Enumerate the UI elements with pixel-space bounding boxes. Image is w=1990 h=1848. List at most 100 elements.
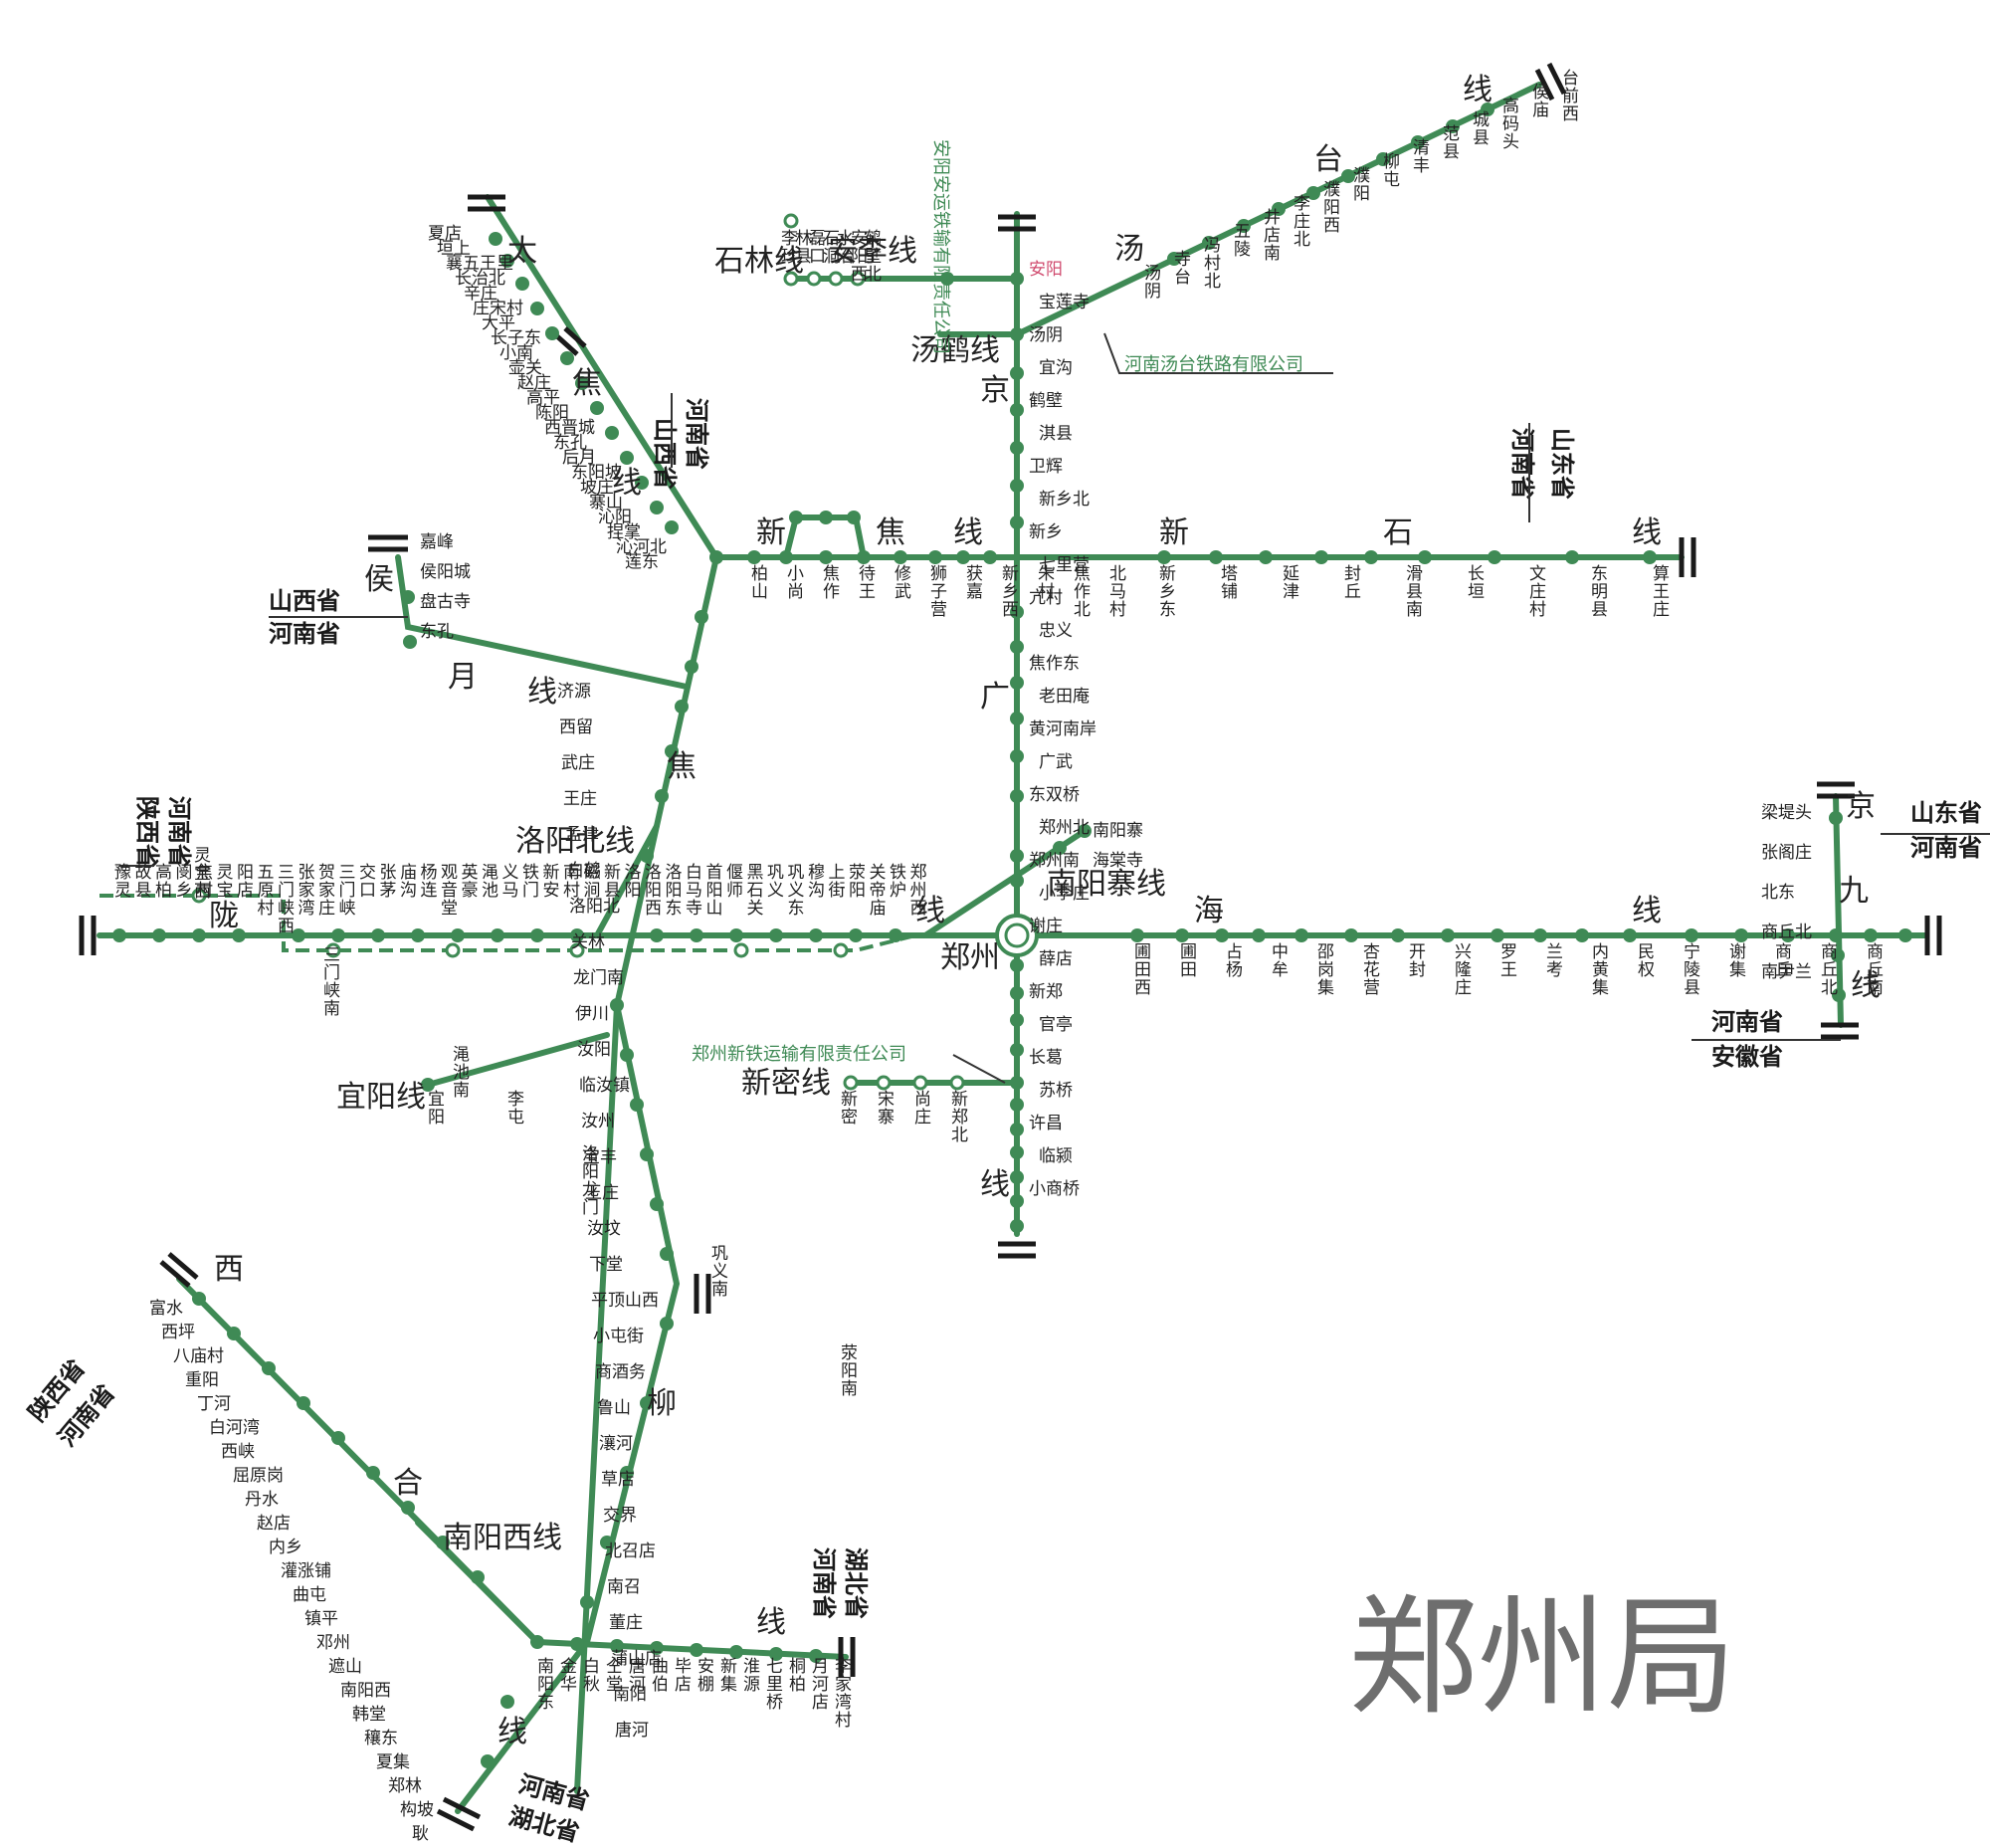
line-jiaoliu-south[interactable] — [455, 1002, 681, 1814]
station-name: 盘古寺 — [420, 592, 471, 612]
svg-text:安李线: 安李线 — [828, 234, 917, 269]
station-name: 王庄 — [563, 789, 597, 809]
svg-text:河南省: 河南省 — [810, 1547, 838, 1619]
station-name: 富水 — [149, 1299, 183, 1319]
station-name: 屈原岗 — [233, 1466, 284, 1486]
station-name: 贺家庄 — [318, 863, 335, 919]
station-name: 小屯街 — [593, 1327, 644, 1346]
station-name: 鲁山 — [597, 1398, 631, 1418]
station-name: 下堂 — [589, 1255, 623, 1275]
zhengzhou-hub[interactable] — [995, 914, 1039, 957]
station-name: 石洞 — [823, 229, 840, 267]
label-jingguang-xian: 线 — [980, 1167, 1010, 1202]
station-name: 汤阴 — [1144, 264, 1161, 302]
line-longhai-local[interactable] — [100, 894, 916, 952]
station-name: 陈阳 — [535, 403, 569, 423]
station-name: 开封 — [1409, 942, 1426, 980]
station-name: 李屯 — [507, 1090, 524, 1128]
station-name: 南阳东 — [537, 1657, 554, 1713]
station-name: 民权 — [1638, 942, 1655, 980]
svg-text:南阳西线: 南阳西线 — [443, 1521, 562, 1555]
svg-text:洛阳北线: 洛阳北线 — [515, 824, 635, 859]
station-name: 义马 — [502, 863, 519, 901]
line-yiyang[interactable] — [425, 1032, 610, 1088]
station-name: 小商桥 — [1029, 1179, 1080, 1199]
station-name: 淮源 — [743, 1657, 760, 1695]
svg-text:河南省: 河南省 — [269, 620, 340, 648]
svg-text:焦: 焦 — [876, 515, 905, 550]
station-name: 商丘南 — [1867, 942, 1884, 998]
svg-text:山东省: 山东省 — [1548, 428, 1576, 500]
station-name: 重阳 — [185, 1370, 219, 1390]
svg-text:线: 线 — [953, 515, 983, 550]
local-stations — [191, 213, 965, 1091]
svg-text:侯: 侯 — [364, 562, 394, 597]
station-name: 城县 — [1473, 110, 1490, 148]
station-name: 郑林 — [388, 1776, 422, 1796]
station-name: 淇县 — [1039, 424, 1073, 444]
station-name: 新郑北 — [951, 1090, 968, 1145]
station-name: 新乡北 — [1039, 490, 1090, 510]
station-name: 商酒务 — [595, 1362, 646, 1382]
svg-text:湖北省: 湖北省 — [842, 1547, 870, 1619]
svg-text:新: 新 — [756, 515, 786, 550]
station-name: 罗王 — [1500, 942, 1517, 980]
label-jingguang-guang: 广 — [980, 680, 1010, 715]
station-name: 邓州 — [316, 1633, 350, 1653]
svg-text:台: 台 — [1313, 142, 1343, 177]
station-name: 白秋 — [583, 1657, 600, 1695]
station-name: 李庄北 — [1294, 194, 1310, 250]
station-name: 西坪 — [161, 1323, 195, 1342]
line-luoyangbei[interactable] — [594, 823, 660, 938]
station-name: 赵店 — [257, 1514, 291, 1534]
station-name: 夏店 — [428, 224, 462, 244]
station-name: 丁河 — [197, 1394, 231, 1414]
station-name: 郑州北 — [1039, 818, 1090, 838]
svg-text:河南省: 河南省 — [683, 398, 710, 470]
station-dots — [112, 103, 1912, 1768]
line-houyue[interactable] — [395, 554, 690, 690]
station-name: 五原村 — [258, 863, 275, 919]
svg-text:山西省: 山西省 — [269, 587, 340, 615]
station-name: 构坡 — [400, 1800, 434, 1820]
line-jingjiu[interactable] — [1833, 793, 1844, 1028]
station-name: 高码头 — [1502, 97, 1519, 152]
svg-text:河南省: 河南省 — [1910, 834, 1982, 862]
station-name: 北东 — [1761, 883, 1795, 903]
station-name: 灌涨铺 — [281, 1561, 331, 1581]
station-name: 镇平 — [304, 1609, 338, 1629]
station-name: 穰东 — [364, 1728, 398, 1748]
station-name: 杏花营 — [1363, 942, 1380, 998]
station-name: 占杨 — [1226, 942, 1243, 980]
svg-text:新: 新 — [1159, 515, 1189, 550]
station-name: 南召 — [607, 1577, 641, 1597]
station-name: 内黄集 — [1592, 942, 1609, 998]
svg-text:太: 太 — [507, 234, 537, 269]
station-name: 西峡 — [221, 1442, 255, 1462]
station-name: 柳屯 — [1383, 152, 1400, 190]
station-name: 汝坟 — [587, 1219, 621, 1239]
station-name: 豫灵 — [114, 863, 131, 901]
svg-text:线: 线 — [1632, 515, 1662, 550]
station-name: 亢村 — [1029, 588, 1063, 608]
line-taijiao[interactable] — [485, 194, 719, 560]
station-name: 铁门 — [522, 863, 539, 901]
label-jingguang-jing: 京 — [980, 373, 1010, 408]
station-name: 南阳西 — [340, 1681, 391, 1701]
svg-text:石: 石 — [1383, 515, 1413, 550]
station-name: 林县 — [795, 229, 812, 267]
station-name: 东阳坡 — [571, 463, 622, 483]
station-name: 垣上 — [437, 239, 471, 259]
svg-text:焦: 焦 — [572, 366, 602, 401]
station-name: 七里营 — [1039, 555, 1090, 575]
station-name: 坡庄 — [580, 478, 614, 498]
svg-text:线: 线 — [756, 1605, 786, 1640]
station-name: 塔铺 — [1221, 564, 1238, 602]
station-name: 东明县 — [1591, 564, 1608, 620]
station-name: 赵庄 — [517, 373, 551, 393]
svg-text:九: 九 — [1839, 874, 1869, 909]
station-name: 杨连 — [421, 863, 438, 901]
svg-text:河南汤台铁路有限公司: 河南汤台铁路有限公司 — [1124, 354, 1303, 375]
station-name: 谢集 — [1729, 942, 1746, 980]
